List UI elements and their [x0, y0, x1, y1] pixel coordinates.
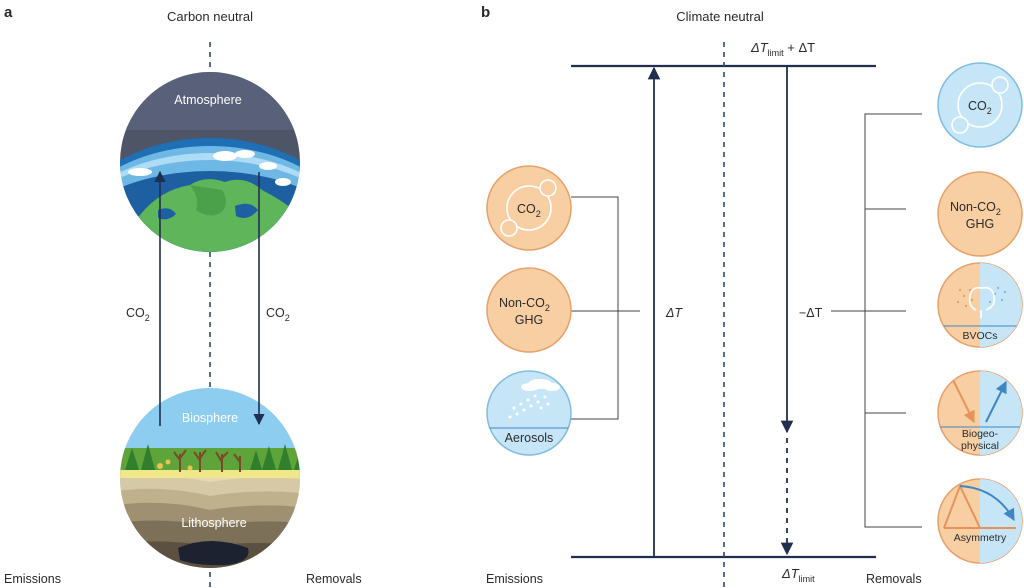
removal-co2-circle: CO2	[937, 62, 1023, 148]
removal-non-co2-label-line2: GHG	[966, 217, 994, 231]
removal-asymmetry-label: Asymmetry	[954, 532, 1007, 544]
panel-a-letter: a	[4, 4, 13, 21]
removal-non-co2-label-line1: Non-CO2	[950, 200, 1001, 217]
removal-co2-label: CO2	[266, 306, 290, 323]
panel-a-title: Carbon neutral	[167, 9, 253, 24]
removal-bvocs-circle: BVOCs	[937, 262, 1023, 348]
removal-non-co2-circle: Non-CO2 GHG	[937, 171, 1023, 257]
panel-b-removals-label: Removals	[866, 572, 922, 586]
emission-non-co2-circle: Non-CO2 GHG	[486, 267, 572, 353]
delta-t-label: ΔT	[665, 306, 683, 320]
upper-limit-label: ΔTlimit + ΔT	[750, 40, 815, 58]
emission-co2-circle: CO2	[486, 165, 572, 251]
emissions-bracket	[571, 196, 619, 420]
removal-biogeo-label-line2: physical	[961, 440, 999, 452]
panel-b-letter: b	[481, 4, 490, 21]
atmosphere-label: Atmosphere	[174, 93, 241, 107]
removal-bvocs-label: BVOCs	[962, 330, 997, 342]
emission-co2-circle-label: CO2	[517, 202, 541, 219]
panel-b-emissions-label: Emissions	[486, 572, 543, 586]
removal-biogeo-label-line1: Biogeo-	[962, 428, 999, 440]
removal-co2-circle-label: CO2	[968, 99, 992, 116]
panel-a-emissions-label: Emissions	[4, 572, 61, 586]
panel-b-title: Climate neutral	[676, 9, 764, 24]
biosphere-label: Biosphere	[182, 411, 238, 425]
emission-co2-label: CO2	[126, 306, 150, 323]
removal-asymmetry-circle: Asymmetry	[937, 478, 1023, 564]
lower-limit-label: ΔTlimit	[781, 566, 815, 584]
removals-bracket	[864, 113, 922, 528]
emission-aerosols-label: Aerosols	[505, 431, 554, 445]
emission-non-co2-label-line1: Non-CO2	[499, 296, 550, 313]
removal-biogeophysical-circle: Biogeo- physical	[937, 370, 1023, 456]
panel-a-removals-label: Removals	[306, 572, 362, 586]
lithosphere-label: Lithosphere	[181, 516, 246, 530]
emission-non-co2-label-line2: GHG	[515, 313, 543, 327]
emission-aerosols-circle: Aerosols	[486, 370, 572, 456]
neg-delta-t-label: −ΔT	[799, 306, 823, 320]
